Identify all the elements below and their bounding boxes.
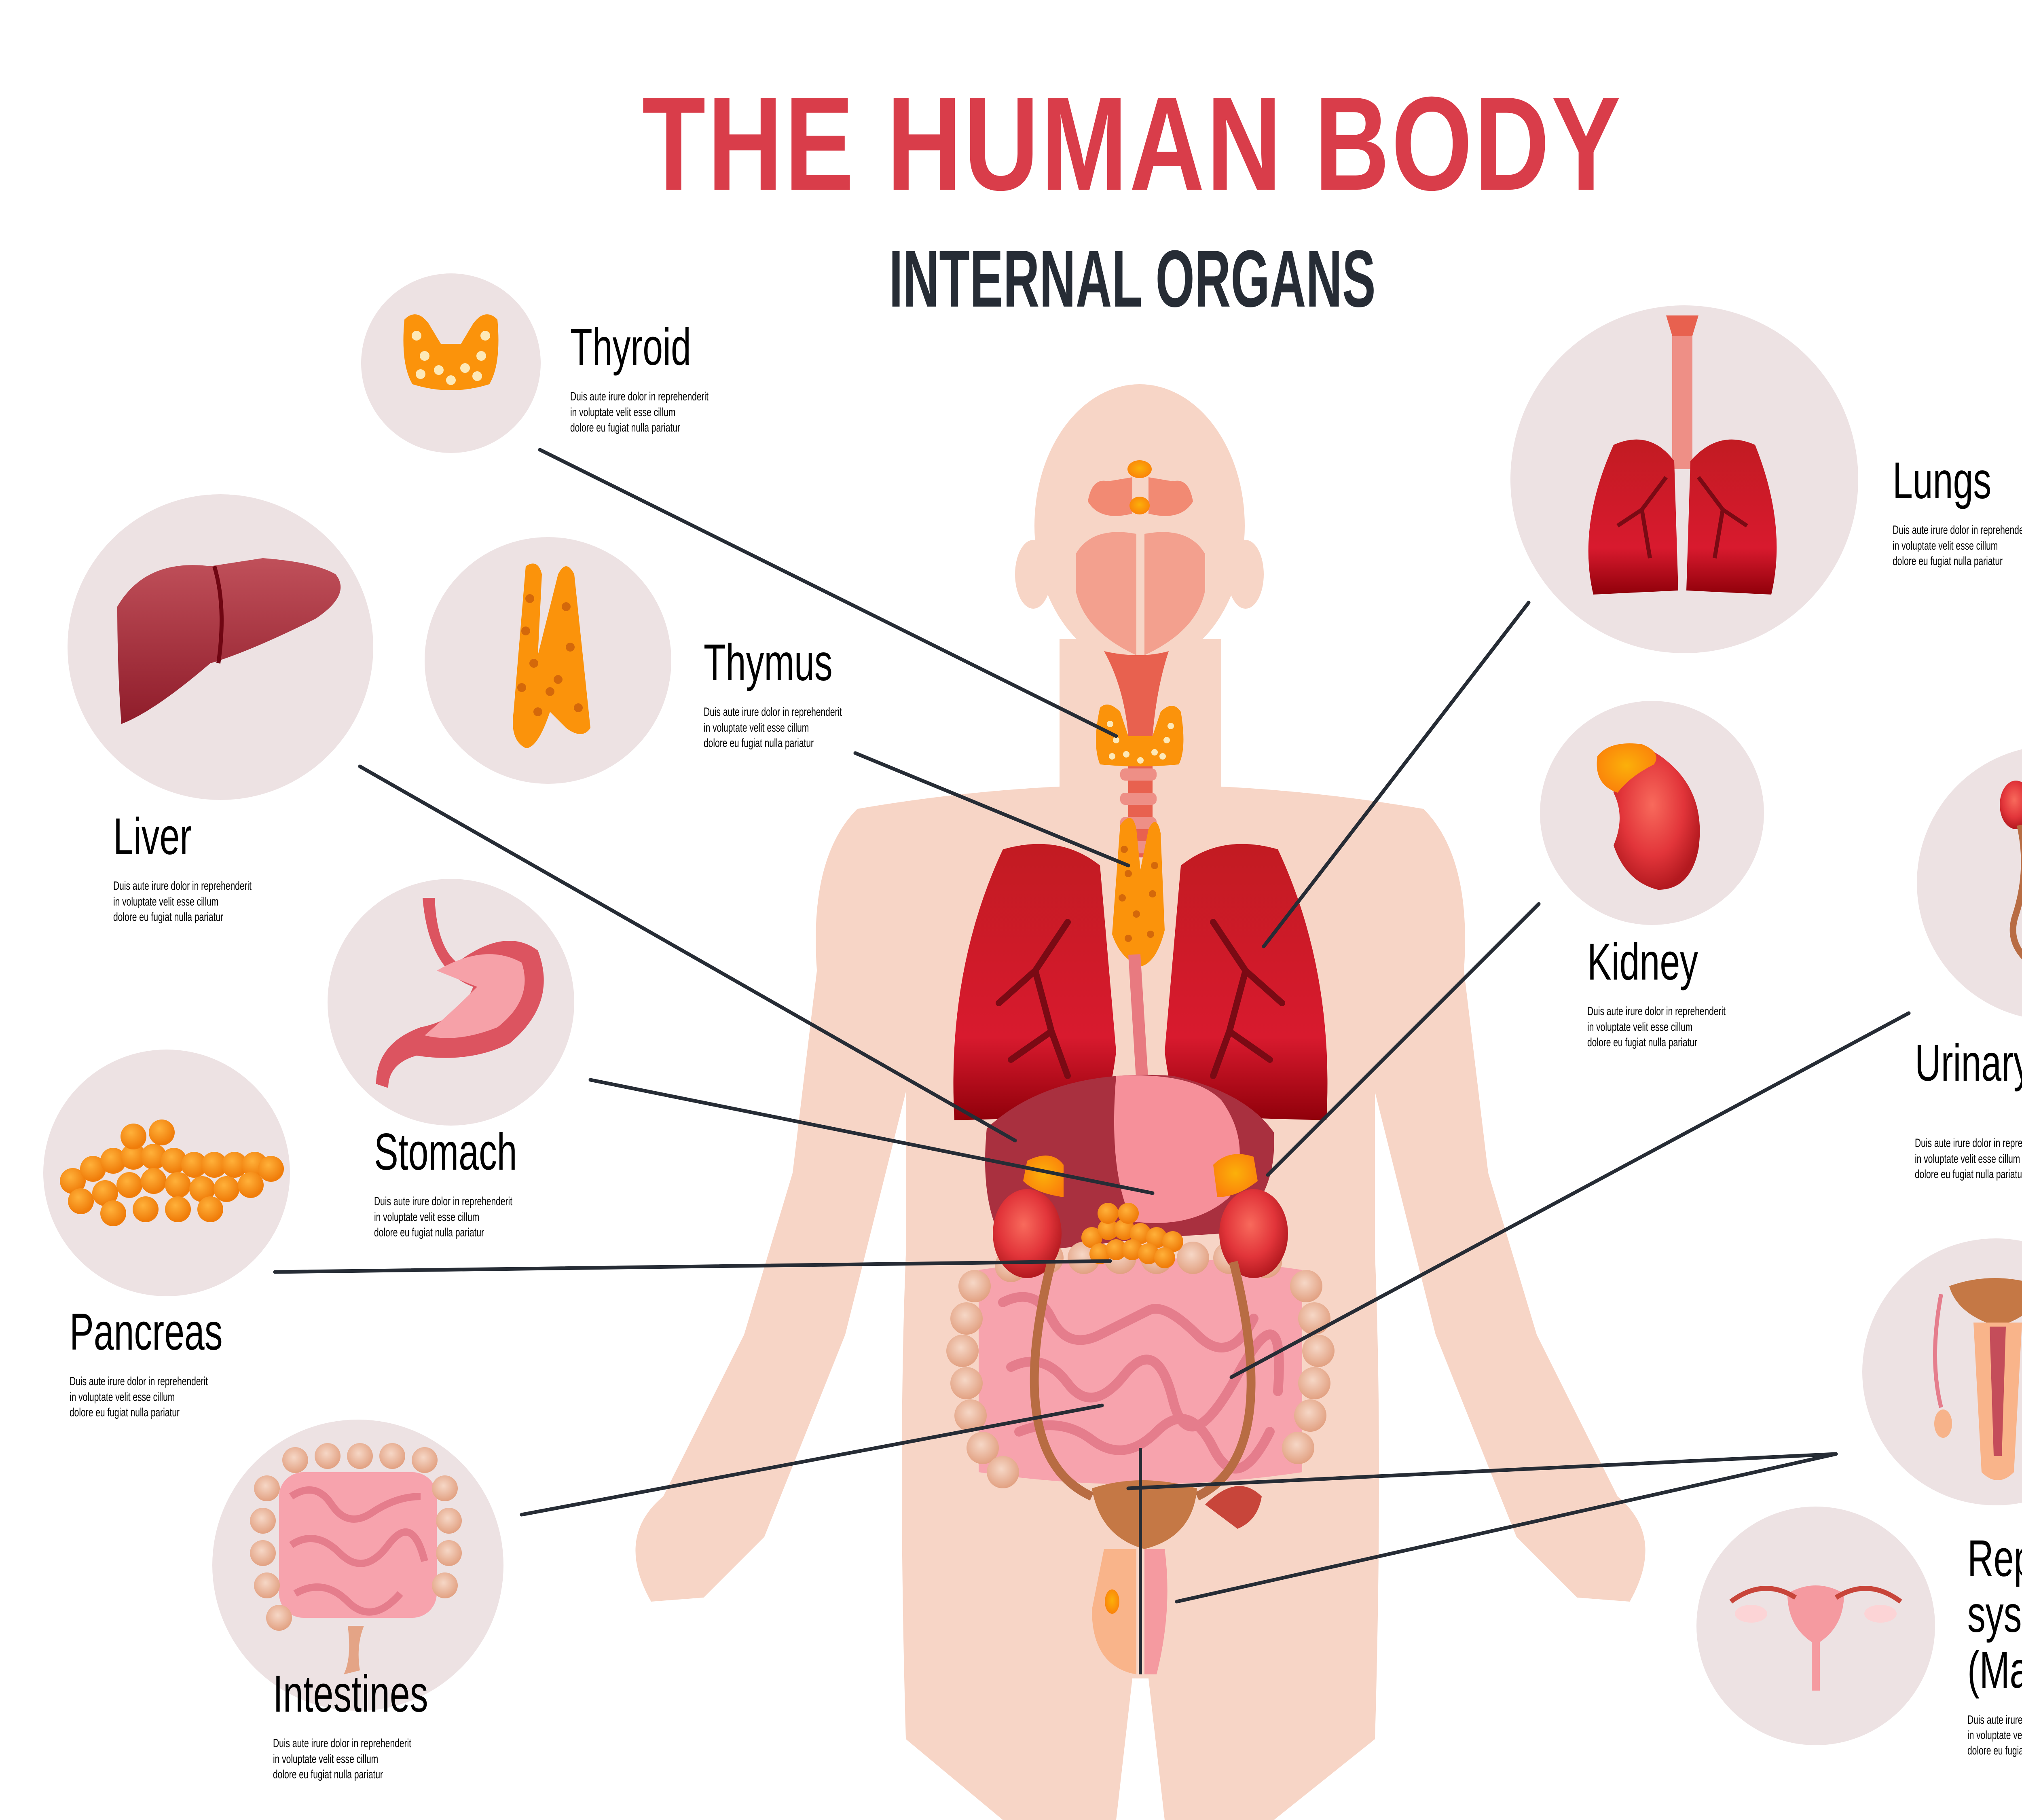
organ-name: Intestines [273,1665,428,1723]
organ-description: Duis aute irure dolor in reprehenderit i… [374,1195,513,1240]
organ-name: Lungs [1893,452,1992,510]
kidney-icon [1597,743,1700,890]
stomach-icon [376,898,544,1088]
body-lungs [953,844,1328,1120]
organ-label-intestines: Intestines Duis aute irure dolor in repr… [273,1666,516,1782]
organ-name: Pancreas [70,1303,223,1361]
organ-name: Liver [113,808,192,866]
organ-name: Stomach [374,1123,517,1181]
female-reproductive-icon [1729,1585,1902,1691]
page-subtitle: INTERNAL ORGANS [889,234,1376,324]
thymus-icon [513,563,590,748]
body-pancreas [1081,1203,1183,1268]
organ-description: Duis aute irure dolor in reprehenderit i… [704,705,842,750]
organ-description: Duis aute irure dolor in reprehenderit i… [1893,523,2022,568]
organ-label-liver: Liver Duis aute irure dolor in reprehend… [113,808,356,925]
intestines-icon [250,1443,462,1674]
organ-name: Urinary system [1915,1034,2022,1092]
organ-label-thymus: Thymus Duis aute irure dolor in reprehen… [704,635,946,751]
page-title: THE HUMAN BODY [642,69,1623,218]
organ-description: Duis aute irure dolor in reprehenderit i… [1587,1005,1726,1050]
body-kidneys [993,1154,1288,1278]
organ-description: Duis aute irure dolor in reprehenderit i… [1915,1136,2022,1181]
organ-description: Duis aute irure dolor in reprehenderit i… [570,390,709,435]
body-liver-stomach [985,1075,1274,1254]
organ-description: Duis aute irure dolor in reprehenderit i… [113,879,252,924]
organ-label-reproductive-system: Reproductive system (Male/Female) Duis a… [1967,1530,2022,1759]
organ-label-kidney: Kidney Duis aute irure dolor in reprehen… [1587,934,1830,1050]
head-glands [1076,460,1205,736]
organ-name: Kidney [1587,933,1698,991]
liver-icon [117,558,341,724]
organ-description: Duis aute irure dolor in reprehenderit i… [1967,1713,2022,1758]
organ-name: Thyroid [570,318,691,376]
organ-label-stomach: Stomach Duis aute irure dolor in reprehe… [374,1124,617,1240]
organ-label-lungs: Lungs Duis aute irure dolor in reprehend… [1893,453,2022,569]
organ-description: Duis aute irure dolor in reprehenderit i… [70,1375,208,1420]
organ-description: Duis aute irure dolor in reprehenderit i… [273,1737,412,1782]
thyroid-icon [403,314,499,390]
organ-label-pancreas: Pancreas Duis aute irure dolor in repreh… [70,1304,312,1420]
lungs-icon [1588,315,1777,595]
leader-lines [273,448,1911,1604]
pancreas-icon [60,1120,284,1226]
organ-name: Thymus [704,634,833,692]
organ-name: Reproductive system (Male/Female) [1967,1530,2022,1699]
male-reproductive-icon [1933,1278,2022,1480]
urinary-system-icon [2000,781,2022,959]
organ-label-thyroid: Thyroid Duis aute irure dolor in reprehe… [570,318,813,436]
body-thymus [1112,818,1165,967]
body-thyroid [1096,705,1184,766]
organ-label-urinary-system: Urinary system Duis aute irure dolor in … [1915,1035,2022,1182]
